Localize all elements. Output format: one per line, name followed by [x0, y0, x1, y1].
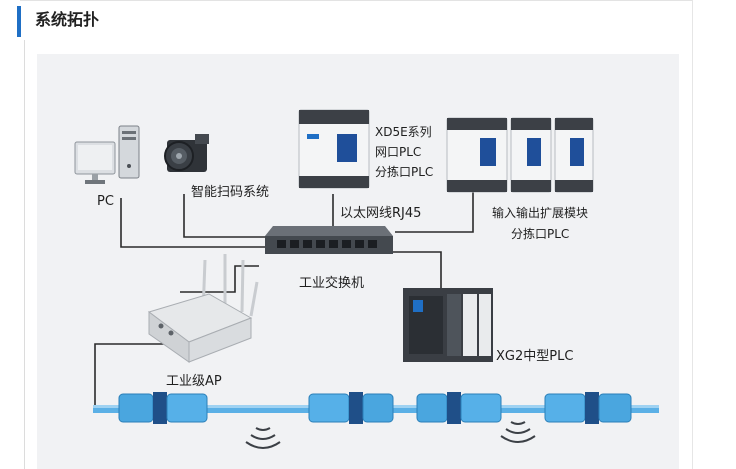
io-module-label-line2: 分拣口PLC: [511, 226, 569, 241]
ap-icon: [147, 254, 259, 363]
switch-icon: [265, 226, 393, 254]
xd5e-plc-icon: [298, 109, 370, 189]
left-divider: [24, 40, 25, 469]
top-divider: [20, 0, 692, 1]
fieldbus-cable: [93, 392, 659, 424]
section-title: 系统拓扑: [35, 10, 100, 29]
pc-icon: [74, 125, 140, 184]
camera-icon: [164, 134, 209, 172]
wireless-signal-icon: [245, 428, 536, 449]
io-module-icon: [446, 117, 594, 193]
pc-label: PC: [97, 194, 114, 209]
xd5e-label-line3: 分拣口PLC: [375, 164, 433, 179]
topology-diagram: PC 智能扫码系统 XD5E系列 网口PLC 分拣口PLC 以太网线RJ45 输…: [37, 54, 679, 469]
network-lines: [94, 182, 474, 407]
xg2-label: XG2中型PLC: [496, 349, 573, 364]
right-divider: [692, 0, 693, 469]
scanner-label: 智能扫码系统: [191, 185, 269, 200]
io-module-label-line1: 输入输出扩展模块: [492, 205, 588, 220]
xg2-plc-icon: [403, 288, 493, 362]
section-accent-bar: [17, 6, 21, 37]
xd5e-label-line2: 网口PLC: [375, 145, 421, 159]
xd5e-label-line1: XD5E系列: [375, 125, 432, 139]
switch-label: 工业交换机: [299, 275, 364, 291]
ethernet-label: 以太网线RJ45: [340, 206, 421, 221]
wireless-signal-icon: [255, 421, 526, 431]
ap-label: 工业级AP: [166, 374, 222, 389]
